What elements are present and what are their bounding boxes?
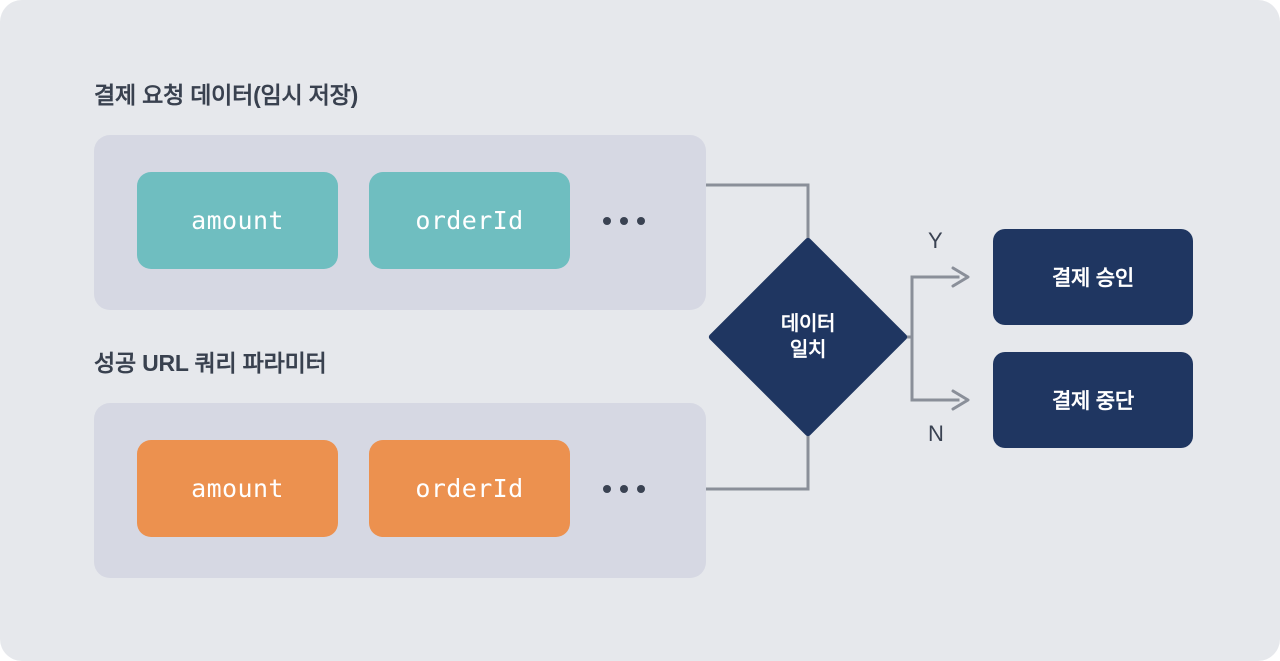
decision-node-data-match[interactable]: 데이터 일치	[707, 236, 909, 438]
field-chip-orderid-query[interactable]: orderId	[369, 440, 570, 537]
decision-label-line1: 데이터	[780, 312, 836, 335]
ellipsis-dot-icon	[620, 484, 628, 493]
panel-request-data: amount orderId	[94, 135, 706, 310]
ellipsis-dot-icon	[620, 216, 628, 225]
branch-label-yes: Y	[928, 228, 943, 253]
chip-row-request: amount orderId	[137, 172, 645, 269]
arrowhead-yes	[951, 266, 970, 288]
panel-query-params: amount orderId	[94, 403, 706, 578]
outcome-box-payment-approved[interactable]: 결제 승인	[993, 229, 1193, 325]
ellipsis-dot-icon	[637, 216, 645, 225]
group-title-query: 성공 URL 쿼리 파라미터	[94, 350, 327, 376]
chip-row-query: amount orderId	[137, 440, 645, 537]
decision-label-line2: 일치	[789, 339, 827, 361]
field-chip-amount-query[interactable]: amount	[137, 440, 338, 537]
wire-branch-yes	[910, 275, 960, 339]
field-chip-orderid-request[interactable]: orderId	[369, 172, 570, 269]
arrowhead-no	[951, 389, 970, 411]
ellipsis-dot-icon	[603, 484, 611, 493]
field-chip-amount-request[interactable]: amount	[137, 172, 338, 269]
ellipsis-dot-icon	[637, 484, 645, 493]
more-fields-ellipsis-request	[603, 216, 645, 225]
group-title-request: 결제 요청 데이터(임시 저장)	[94, 82, 359, 108]
more-fields-ellipsis-query	[603, 484, 645, 493]
branch-label-no: N	[928, 421, 944, 446]
decision-label: 데이터 일치	[737, 266, 879, 408]
outcome-box-payment-aborted[interactable]: 결제 중단	[993, 352, 1193, 448]
wire-branch-no	[910, 335, 960, 402]
ellipsis-dot-icon	[603, 216, 611, 225]
